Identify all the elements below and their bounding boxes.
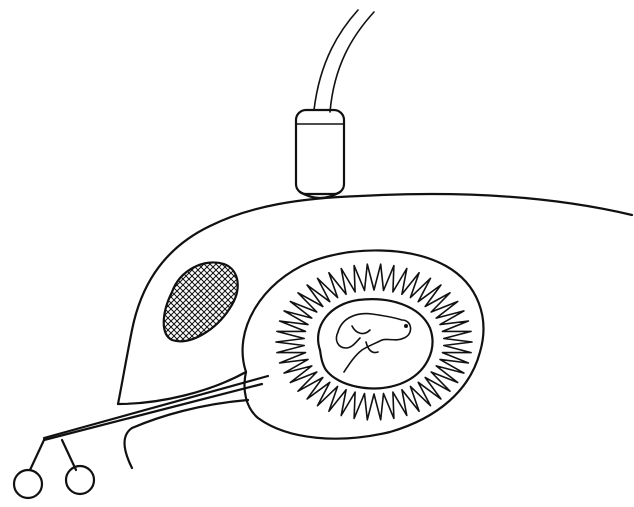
endometrium <box>276 264 472 420</box>
embryo <box>336 314 410 372</box>
speculum-instrument <box>14 376 268 498</box>
ultrasound-probe <box>296 110 344 198</box>
bladder <box>164 262 238 341</box>
probe-cable <box>314 10 374 112</box>
